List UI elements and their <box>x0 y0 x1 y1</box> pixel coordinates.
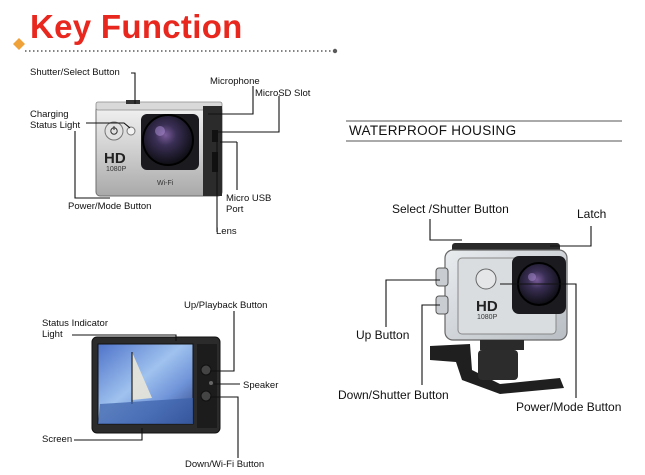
label-screen: Screen <box>42 434 72 445</box>
label-micro-usb: Micro USB Port <box>226 193 271 215</box>
label-microsd-slot: MicroSD Slot <box>255 88 310 99</box>
label-speaker: Speaker <box>243 380 278 391</box>
camera-resolution-badge: 1080P <box>106 166 126 173</box>
label-down-wifi: Down/Wi-Fi Button <box>185 459 264 470</box>
label-down-shutter: Down/Shutter Button <box>338 388 449 402</box>
label-power-mode: Power/Mode Button <box>68 201 151 212</box>
label-charging-status: Charging Status Light <box>30 109 80 131</box>
label-select-shutter: Select /Shutter Button <box>392 202 509 216</box>
diamond-icon <box>13 38 25 50</box>
camera-hd-badge: HD <box>104 150 126 167</box>
label-lens: Lens <box>216 226 237 237</box>
label-status-indicator: Status Indicator Light <box>42 318 108 340</box>
label-up-playback: Up/Playback Button <box>184 300 267 311</box>
label-shutter-select: Shutter/Select Button <box>30 67 120 78</box>
title-rule <box>13 38 337 53</box>
housing-hd-badge: HD <box>476 298 498 315</box>
camera-wifi-text: Wi-Fi <box>157 180 173 187</box>
housing-heading: WATERPROOF HOUSING <box>349 123 516 138</box>
label-housing-power-mode: Power/Mode Button <box>516 400 621 414</box>
label-latch: Latch <box>577 207 606 221</box>
housing-resolution-badge: 1080P <box>477 314 497 321</box>
label-microphone: Microphone <box>210 76 260 87</box>
camera-back-illustration <box>92 337 220 433</box>
label-up-button: Up Button <box>356 328 409 342</box>
housing-illustration <box>430 243 567 394</box>
